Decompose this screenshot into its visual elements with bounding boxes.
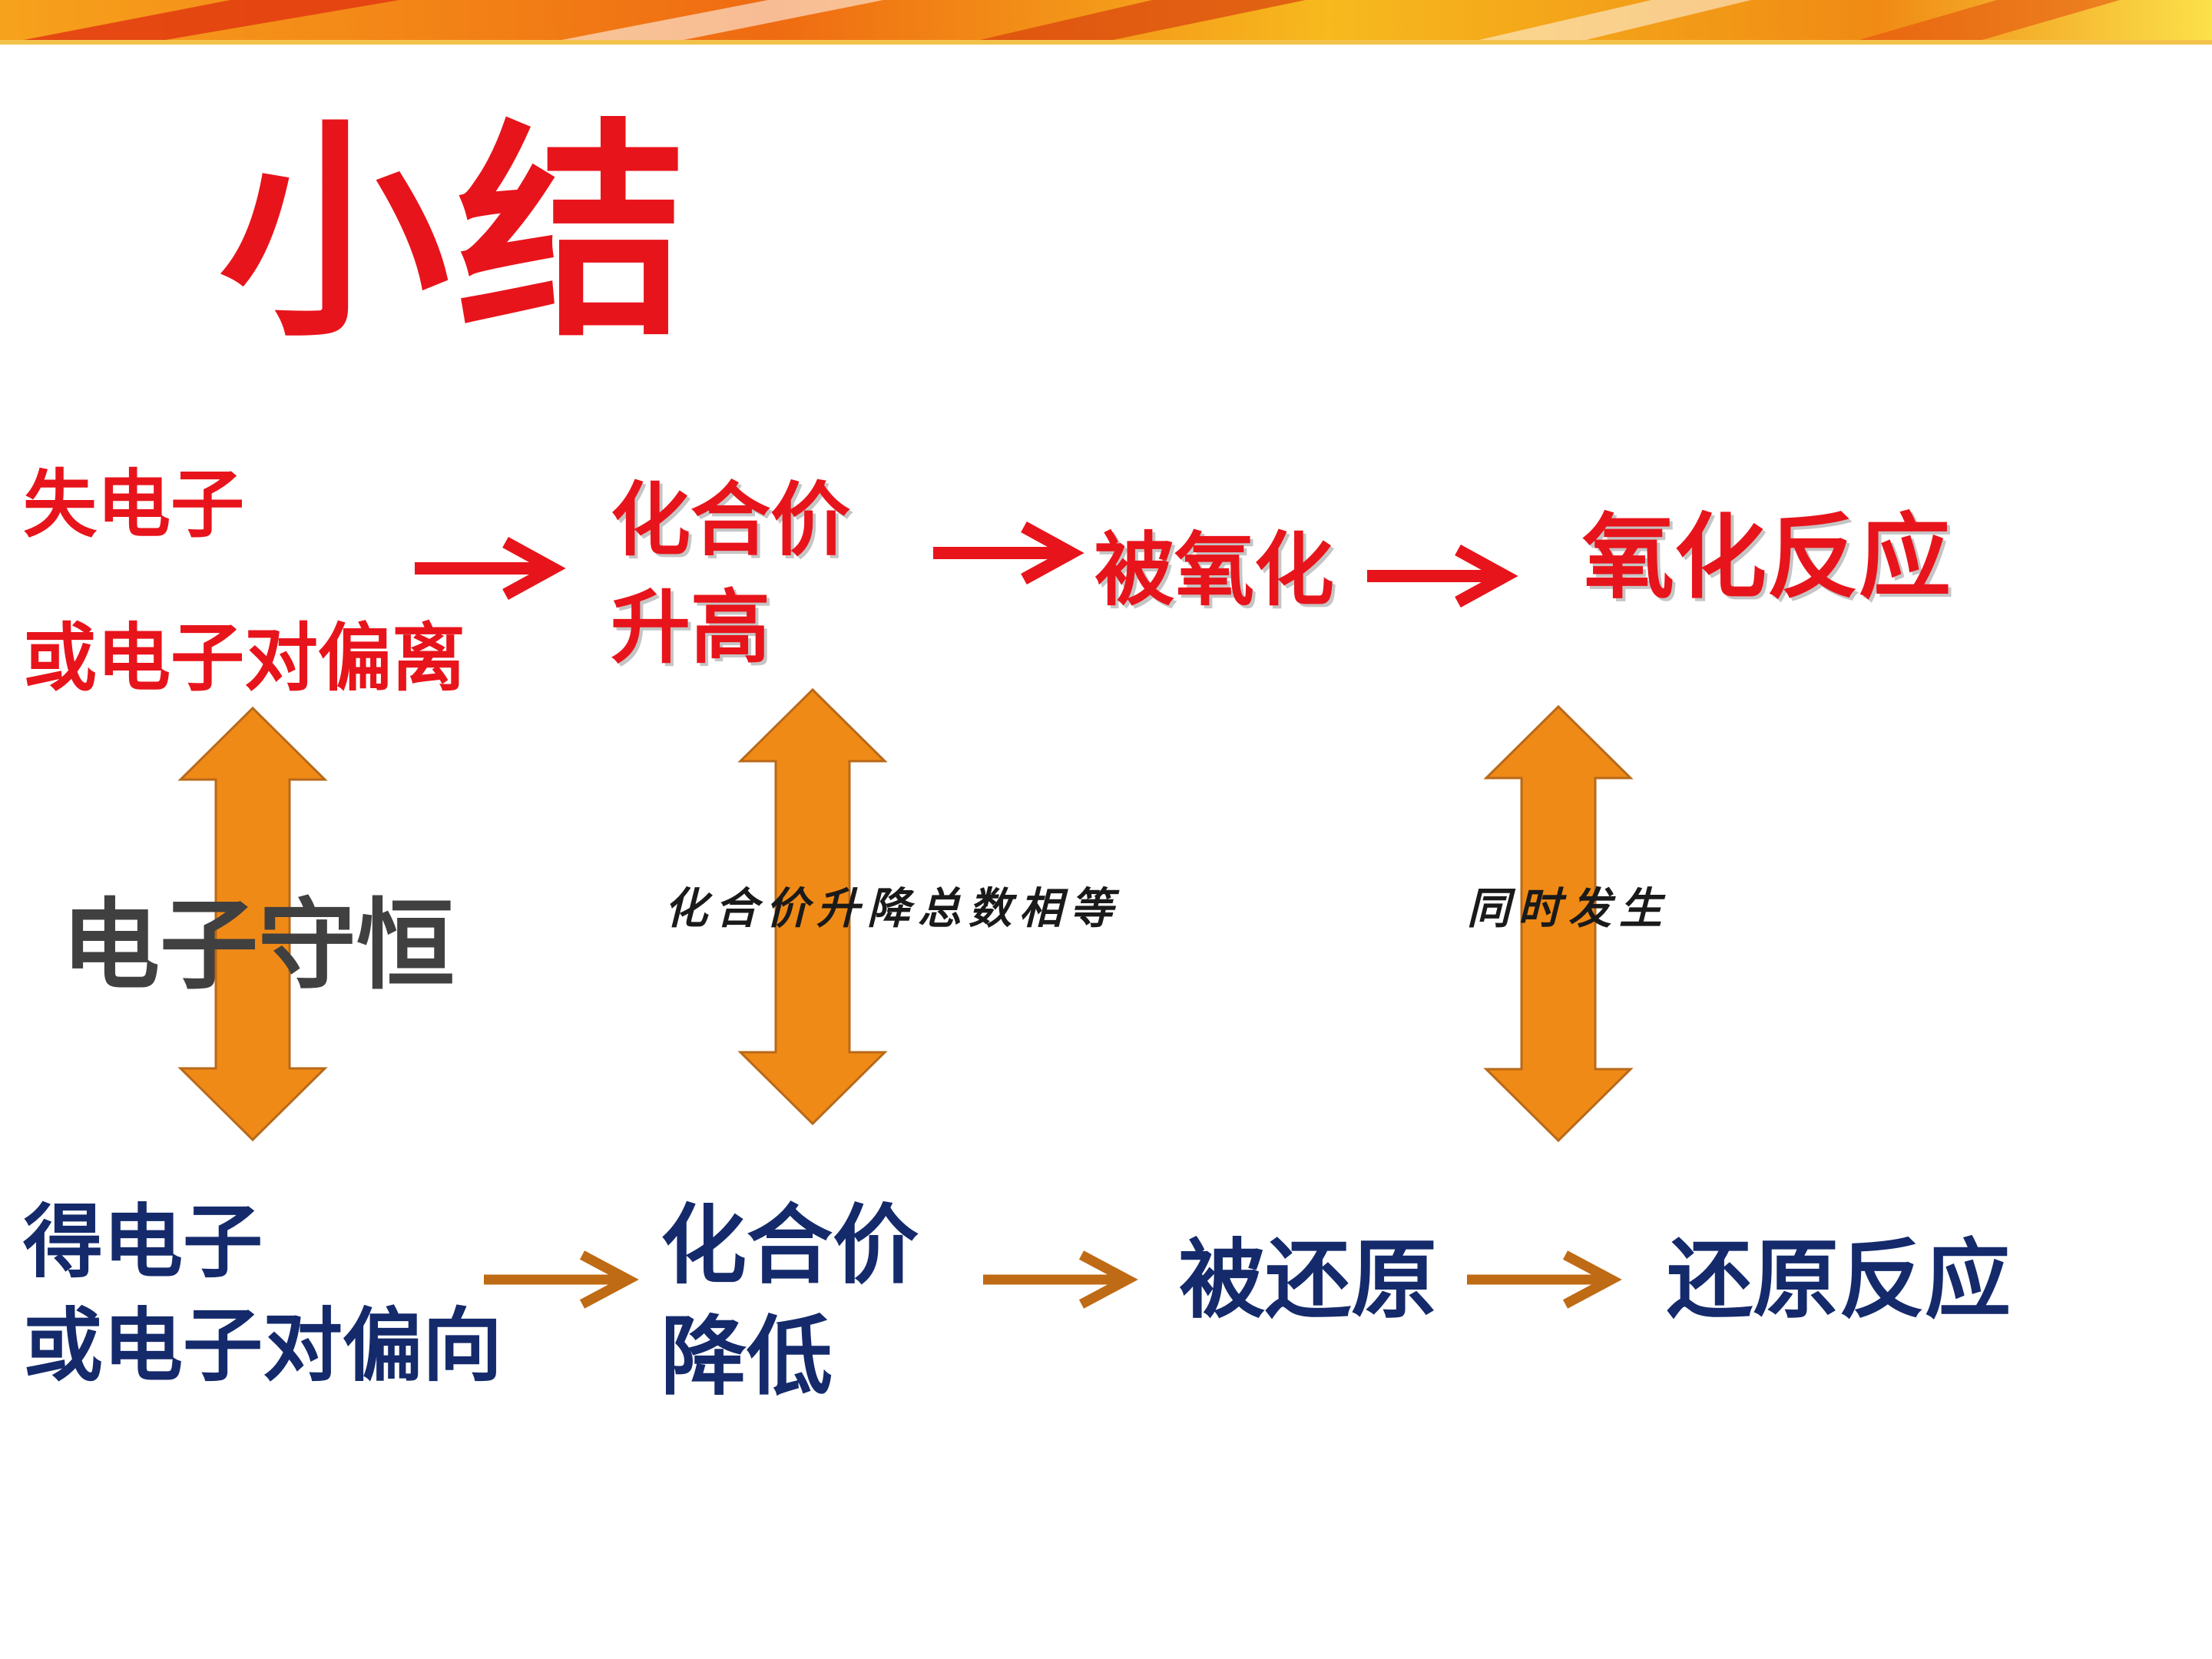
reduction-process: 被还原 bbox=[1179, 1230, 1437, 1330]
reduction-cause-line1: 得电子 bbox=[23, 1195, 263, 1289]
reduction-valence-line1: 化合价 bbox=[661, 1196, 919, 1296]
oxidation-valence-line2: 升高 bbox=[611, 581, 771, 674]
oxidation-cause-line1: 失电子 bbox=[23, 462, 244, 548]
electron-conservation-label: 电子守恒 bbox=[61, 889, 455, 1003]
oxidation-valence-line1: 化合价 bbox=[611, 473, 851, 567]
oxidation-reaction: 氧化反应 bbox=[1582, 505, 1951, 611]
arrow-brown-2 bbox=[983, 1250, 1138, 1309]
arrow-brown-1 bbox=[484, 1250, 639, 1309]
double-arrow-simultaneous bbox=[1483, 704, 1634, 1143]
valence-total-equal-label: 化合价升降总数相等 bbox=[664, 884, 1121, 934]
arrow-brown-3 bbox=[1467, 1250, 1622, 1309]
reduction-valence-line2: 降低 bbox=[661, 1307, 833, 1407]
oxidation-cause-line2: 或电子对偏离 bbox=[23, 615, 465, 701]
arrow-red-3 bbox=[1367, 544, 1518, 608]
arrow-red-2 bbox=[933, 521, 1084, 585]
simultaneous-label: 同时发生 bbox=[1467, 884, 1670, 934]
double-arrow-electron-conservation bbox=[177, 706, 328, 1142]
decorative-banner bbox=[0, 0, 2212, 45]
reduction-cause-line2: 或电子对偏向 bbox=[23, 1299, 503, 1392]
oxidation-process: 被氧化 bbox=[1094, 523, 1335, 617]
arrow-red-1 bbox=[415, 536, 566, 601]
reduction-reaction: 还原反应 bbox=[1667, 1230, 2011, 1330]
page-title: 小结 bbox=[219, 100, 695, 368]
double-arrow-valence-total-equal bbox=[737, 687, 888, 1126]
